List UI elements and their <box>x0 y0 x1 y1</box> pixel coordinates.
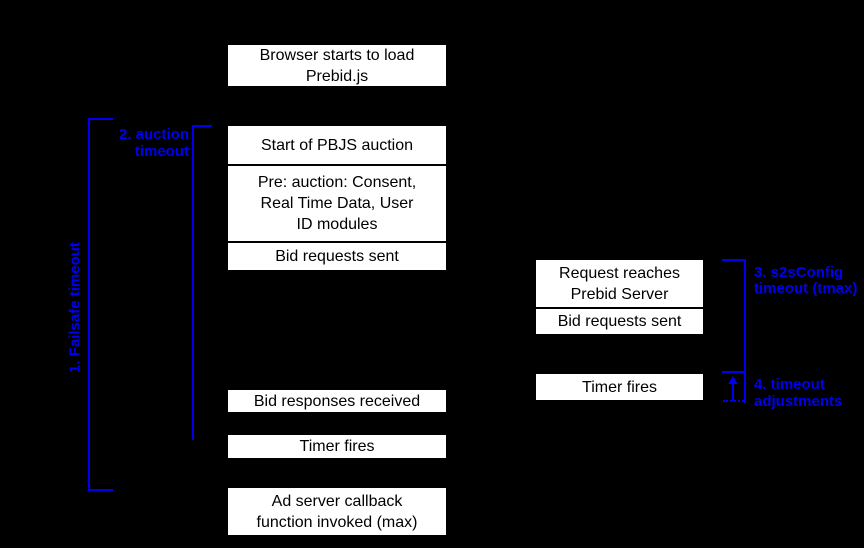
up-arrow-shaft <box>732 383 734 401</box>
failsafe-bracket-top-tick <box>88 118 113 120</box>
failsafe-bracket-vline <box>88 118 90 491</box>
timer-fires-client-box: Timer fires <box>226 433 448 460</box>
timer-fires-client-line1: Timer fires <box>299 438 375 455</box>
s2s-timeout-label-line2: timeout (tmax) <box>754 280 858 297</box>
ad-server-callback-line2: function invoked (max) <box>256 513 418 531</box>
up-arrow-icon <box>728 376 738 384</box>
browser-load-box: Browser starts to load Prebid.js <box>226 43 448 88</box>
bid-requests-sent-server-box: Bid requests sent <box>534 307 705 336</box>
pre-auction-box: Pre: auction: Consent, Real Time Data, U… <box>226 164 448 243</box>
pre-auction-line1: Pre: auction: Consent, <box>257 174 417 191</box>
pre-auction-line3: ID modules <box>296 216 378 233</box>
request-reaches-server-line1: Request reaches <box>559 264 680 282</box>
failsafe-bracket-bottom-tick <box>88 489 113 491</box>
request-reaches-server-box: Request reaches Prebid Server <box>534 258 705 309</box>
ad-server-callback-box: Ad server callback function invoked (max… <box>226 486 448 537</box>
auction-timeout-label-line2: timeout <box>134 143 189 160</box>
auction-start-box: Start of PBJS auction <box>226 124 448 166</box>
auction-bracket-top-tick <box>192 125 212 127</box>
s2s-bracket-vline <box>744 259 746 403</box>
browser-load-line1: Browser starts to load <box>259 46 415 64</box>
browser-load-line2: Prebid.js <box>305 67 369 85</box>
adjustment-dotted-line <box>723 400 744 402</box>
auction-bracket-vline <box>192 125 194 440</box>
request-reaches-server-line2: Prebid Server <box>570 285 669 303</box>
auction-timeout-label: 2. auction timeout <box>70 126 189 160</box>
timer-fires-server-line1: Timer fires <box>582 378 657 396</box>
failsafe-timeout-label: 1. Failsafe timeout <box>66 242 84 373</box>
timeout-adjustments-label: 4. timeout adjustments <box>754 376 842 410</box>
pre-auction-line2: Real Time Data, User <box>260 195 414 212</box>
s2s-bracket-mid-tick <box>722 371 746 373</box>
bid-requests-sent-server-line1: Bid requests sent <box>557 313 682 330</box>
bid-responses-received-box: Bid responses received <box>226 388 448 414</box>
s2s-bracket-top-tick <box>722 259 746 261</box>
s2s-timeout-label-line1: 3. s2sConfig <box>754 264 844 281</box>
timer-fires-server-box: Timer fires <box>534 372 705 402</box>
bid-responses-received-line1: Bid responses received <box>253 392 421 410</box>
s2s-timeout-label: 3. s2sConfig timeout (tmax) <box>754 265 857 297</box>
timeout-adjustments-label-line2: adjustments <box>754 393 843 410</box>
auction-start-line1: Start of PBJS auction <box>260 136 414 154</box>
ad-server-callback-line1: Ad server callback <box>271 492 403 510</box>
timeout-adjustments-label-line1: 4. timeout <box>754 376 825 393</box>
auction-timeout-label-line1: 2. auction <box>118 126 189 143</box>
bid-requests-sent-client-box: Bid requests sent <box>226 241 448 272</box>
bid-requests-sent-client-line1: Bid requests sent <box>275 248 399 265</box>
